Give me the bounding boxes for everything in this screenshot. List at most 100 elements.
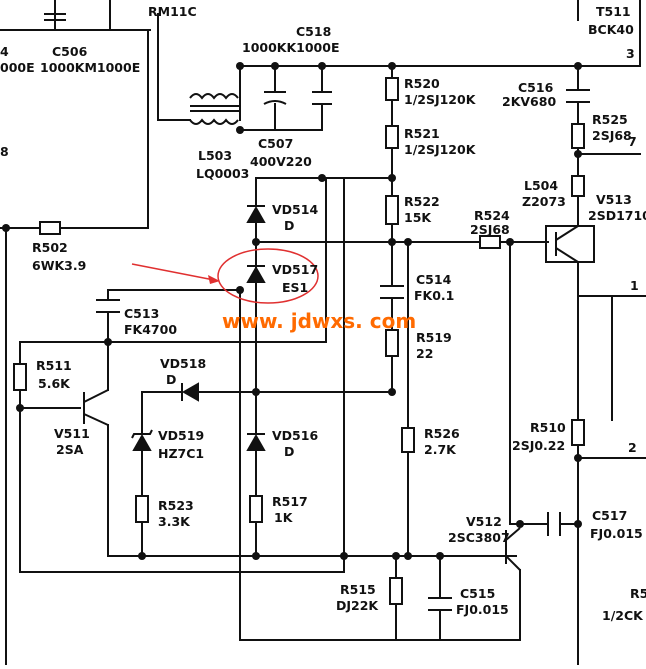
- label-v511-value: 2SA: [56, 442, 84, 457]
- highlight-arrow: [131, 263, 215, 281]
- label-left-fragment: 4: [0, 44, 9, 59]
- label-c516-value: 2KV680: [502, 94, 556, 109]
- resistor-r520: [385, 77, 399, 101]
- label-v511: V511: [54, 426, 90, 441]
- label-r526-value: 2.7K: [424, 442, 457, 457]
- label-vd514: VD514: [272, 202, 318, 217]
- label-c515-value: FJ0.015: [456, 602, 509, 617]
- resistor-r515: [389, 577, 403, 605]
- label-c518: C518: [296, 24, 331, 39]
- diode-vd519: [131, 429, 153, 451]
- junction-dots: [2, 62, 582, 560]
- label-v513: V513: [596, 192, 632, 207]
- label-r510: R510: [530, 420, 566, 435]
- capacitor-c513: [96, 299, 120, 313]
- label-r511-value: 5.6K: [38, 376, 71, 391]
- capacitor-c518: [312, 91, 332, 105]
- capacitor-c506: [44, 13, 66, 21]
- label-vd518: VD518: [160, 356, 206, 371]
- label-r524: R524: [474, 208, 510, 223]
- component-labels: RM11C C518 1000KK1000E C506 1000KM1000E …: [0, 4, 646, 623]
- capacitor-c516: [566, 89, 590, 103]
- label-c514-value: FK0.1: [414, 288, 454, 303]
- label-vd519-value: HZ7C1: [158, 446, 204, 461]
- label-r510-value: 2SJ0.22: [512, 438, 565, 453]
- label-vd516: VD516: [272, 428, 318, 443]
- diode-vd517: [246, 265, 266, 283]
- label-pin-2: 2: [628, 440, 637, 455]
- label-r520-value: 1/2SJ120K: [404, 92, 477, 107]
- label-vd518-value: D: [166, 372, 176, 387]
- label-r523: R523: [158, 498, 194, 513]
- label-pin-3: 3: [626, 46, 635, 61]
- label-r517: R517: [272, 494, 308, 509]
- transistor-v512: [505, 527, 521, 571]
- resistor-r523: [135, 495, 149, 523]
- label-vd517-value: ES1: [282, 280, 308, 295]
- label-left-fragment-2: 000E: [0, 60, 35, 75]
- label-r517-value: 1K: [274, 510, 294, 525]
- label-rm11c: RM11C: [148, 4, 197, 19]
- resistor-r511: [13, 363, 27, 391]
- label-c506: C506: [52, 44, 88, 59]
- diode-vd518: [181, 382, 199, 402]
- label-c516: C516: [518, 80, 554, 95]
- label-r523-value: 3.3K: [158, 514, 191, 529]
- label-c514: C514: [416, 272, 452, 287]
- capacitor-c514: [380, 285, 404, 299]
- label-c506-value: 1000KM1000E: [40, 60, 140, 75]
- label-l503: L503: [198, 148, 232, 163]
- label-r522: R522: [404, 194, 440, 209]
- resistor-r517: [249, 495, 263, 523]
- label-r521-value: 1/2SJ120K: [404, 142, 477, 157]
- label-c518-value: 1000KK1000E: [242, 40, 340, 55]
- label-c513-value: FK4700: [124, 322, 177, 337]
- resistor-r519: [385, 329, 399, 357]
- components: [13, 13, 595, 611]
- label-r522-value: 15K: [404, 210, 432, 225]
- capacitor-c507: [263, 91, 287, 105]
- label-r526: R526: [424, 426, 460, 441]
- resistor-r502: [39, 221, 61, 235]
- capacitor-c515: [428, 597, 452, 611]
- label-c507: C507: [258, 136, 293, 151]
- label-r511: R511: [36, 358, 72, 373]
- label-r524-value: 2SJ68: [470, 222, 510, 237]
- transistor-v511: [83, 389, 109, 426]
- label-r519: R519: [416, 330, 452, 345]
- highlight-annotation: [131, 248, 319, 304]
- label-r5-partial: R5: [630, 586, 646, 601]
- label-r525: R525: [592, 112, 628, 127]
- resistor-r524: [479, 235, 501, 249]
- label-r502-value: 6WK3.9: [32, 258, 86, 273]
- resistor-r522: [385, 195, 399, 225]
- label-c515: C515: [460, 586, 495, 601]
- label-r5-partial-value: 1/2CK: [602, 608, 644, 623]
- resistor-r526: [401, 427, 415, 453]
- label-r515-value: DJ22K: [336, 598, 379, 613]
- label-r519-value: 22: [416, 346, 433, 361]
- inductor-l504: [571, 175, 585, 197]
- label-v513-value: 2SD1710: [588, 208, 646, 223]
- label-vd519: VD519: [158, 428, 204, 443]
- label-t511: T511: [596, 4, 631, 19]
- label-c507-value: 400V220: [250, 154, 312, 169]
- label-c517-value: FJ0.015: [590, 526, 643, 541]
- arrow-head-icon: [208, 275, 220, 284]
- label-vd514-value: D: [284, 218, 294, 233]
- label-r502: R502: [32, 240, 68, 255]
- label-l504-value: Z2073: [522, 194, 566, 209]
- label-t511-value: BCK40: [588, 22, 634, 37]
- label-vd516-value: D: [284, 444, 294, 459]
- label-pin-7: 7: [628, 134, 637, 149]
- label-r515: R515: [340, 582, 376, 597]
- watermark-text: www. jdwxs. com: [222, 309, 416, 333]
- diode-vd516: [246, 433, 266, 451]
- label-l504: L504: [524, 178, 558, 193]
- label-v512: V512: [466, 514, 502, 529]
- label-c517: C517: [592, 508, 627, 523]
- label-pin-1: 1: [630, 278, 639, 293]
